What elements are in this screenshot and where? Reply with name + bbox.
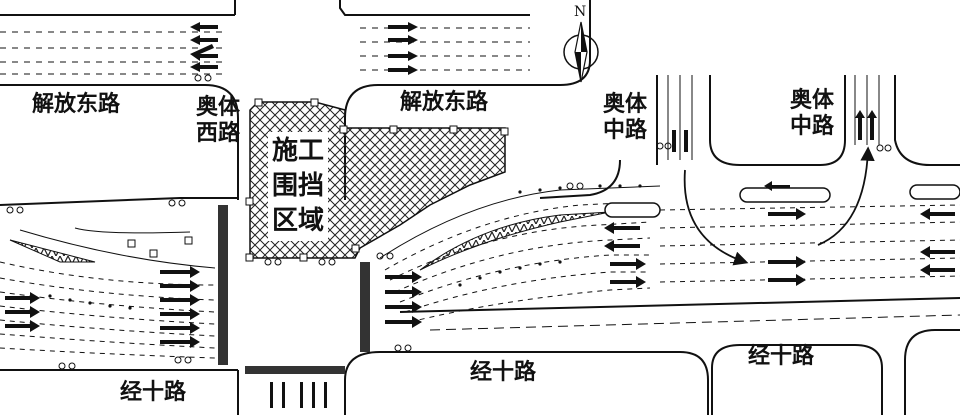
road-label-jingshi-left: 经十路 xyxy=(120,380,187,405)
lane-arrows-jingshi-right xyxy=(385,181,955,328)
jingshi-lanes-left xyxy=(0,227,216,359)
road-label-jiefang-east-right: 解放东路 xyxy=(400,90,489,115)
construction-zone-line2: 围挡 xyxy=(272,171,325,202)
lane-arrows-jingshi-left xyxy=(5,266,200,348)
aoti-middle-right-line2: 中路 xyxy=(790,114,835,140)
jingshi-lanes-right xyxy=(379,185,960,331)
median-island xyxy=(604,184,960,218)
jiefang-lanes-right xyxy=(360,27,530,71)
aoti-middle-left-line1: 奥体 xyxy=(603,92,648,117)
construction-zone-label: 施工 围挡 区域 xyxy=(268,132,329,242)
road-label-jiefang-east-left: 解放东路 xyxy=(32,92,121,117)
lane-arrows-south xyxy=(270,382,327,408)
jiefang-lanes-left xyxy=(0,31,225,75)
aoti-west-line1: 奥体 xyxy=(196,95,241,120)
construction-zone-line3: 区域 xyxy=(272,206,325,237)
aoti-west-line2: 西路 xyxy=(196,121,241,147)
crosswalks xyxy=(218,205,370,374)
gore-area-left xyxy=(9,239,96,263)
aoti-middle-right-line1: 奥体 xyxy=(790,88,835,113)
compass-icon xyxy=(563,21,599,83)
construction-zone-line1: 施工 xyxy=(272,136,325,166)
aoti-middle-lanes xyxy=(667,75,880,160)
bicycle-icons xyxy=(6,74,892,370)
dotted-guides xyxy=(48,184,642,310)
aoti-middle-left-line2: 中路 xyxy=(603,118,648,144)
turning-paths xyxy=(683,146,875,266)
lane-arrows-jiefang xyxy=(190,22,418,75)
lane-arrows-aoti xyxy=(672,110,877,152)
compass-north-label: N xyxy=(574,4,587,20)
road-label-aoti-middle-left: 奥体 中路 xyxy=(603,92,647,145)
road-label-aoti-west: 奥体 西路 xyxy=(196,95,240,148)
road-label-aoti-middle-right: 奥体 中路 xyxy=(790,88,834,141)
road-label-jingshi-center: 经十路 xyxy=(470,360,537,385)
road-label-jingshi-right: 经十路 xyxy=(748,344,815,369)
